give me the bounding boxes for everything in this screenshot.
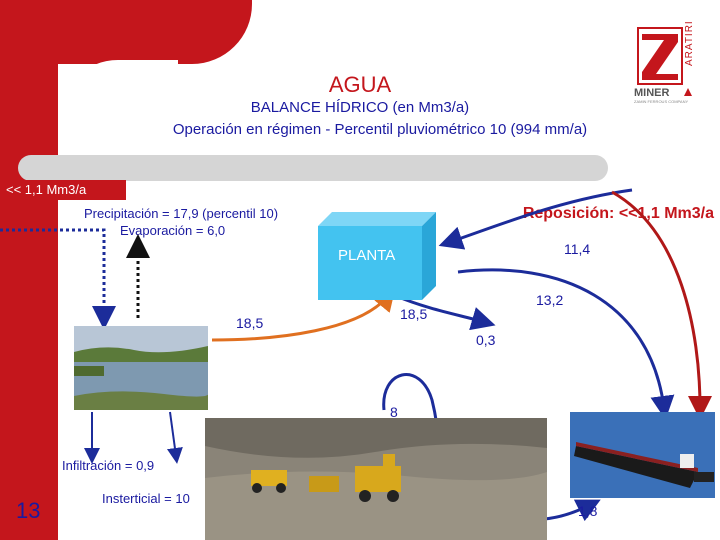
page-number: 13 bbox=[16, 498, 40, 524]
ship-photo bbox=[570, 412, 715, 498]
flow-18-5-plant: 18,5 bbox=[400, 306, 427, 322]
flow-1-8: 1,8 bbox=[578, 503, 597, 519]
precipitation-arrow bbox=[0, 230, 104, 318]
flow-0-3: 0,3 bbox=[476, 332, 495, 348]
planta-label: PLANTA bbox=[338, 247, 395, 264]
open-pit-mine-photo bbox=[205, 418, 547, 540]
lake-photo bbox=[74, 326, 208, 410]
interstitial-label: Insterticial = 10 bbox=[102, 491, 190, 506]
flow-18-5-lake: 18,5 bbox=[236, 315, 263, 331]
intake-arrow-11-4 bbox=[450, 190, 632, 242]
flow-13-2: 13,2 bbox=[536, 292, 563, 308]
infiltration-label: Infiltración = 0,9 bbox=[62, 458, 154, 473]
flow-11-4: 11,4 bbox=[564, 241, 590, 257]
interstitial-arrow bbox=[170, 412, 176, 456]
